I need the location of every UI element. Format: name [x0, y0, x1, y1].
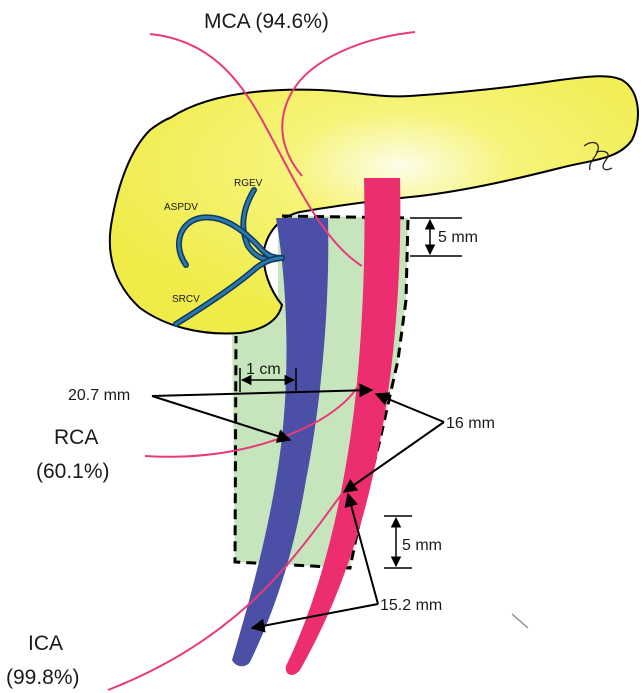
rca-pct-label: (60.1%)	[36, 460, 110, 483]
srcv-label: SRCV	[172, 294, 200, 305]
five-mm-top-label: 5 mm	[438, 229, 478, 246]
one-cm-label: 1 cm	[246, 361, 281, 378]
dist-152-label: 15.2 mm	[380, 597, 442, 614]
ica-name-label: ICA	[28, 632, 63, 655]
aspdv-label: ASPDV	[164, 202, 198, 213]
rgev-label: RGEV	[234, 178, 263, 189]
ica-pct-label: (99.8%)	[6, 666, 80, 689]
dist-207-label: 20.7 mm	[68, 387, 130, 404]
dist-16-label: 16 mm	[446, 415, 495, 432]
rca-name-label: RCA	[54, 426, 98, 449]
mca-label: MCA (94.6%)	[204, 10, 329, 33]
stray-mark	[512, 614, 528, 628]
five-mm-bottom-label: 5 mm	[402, 537, 442, 554]
